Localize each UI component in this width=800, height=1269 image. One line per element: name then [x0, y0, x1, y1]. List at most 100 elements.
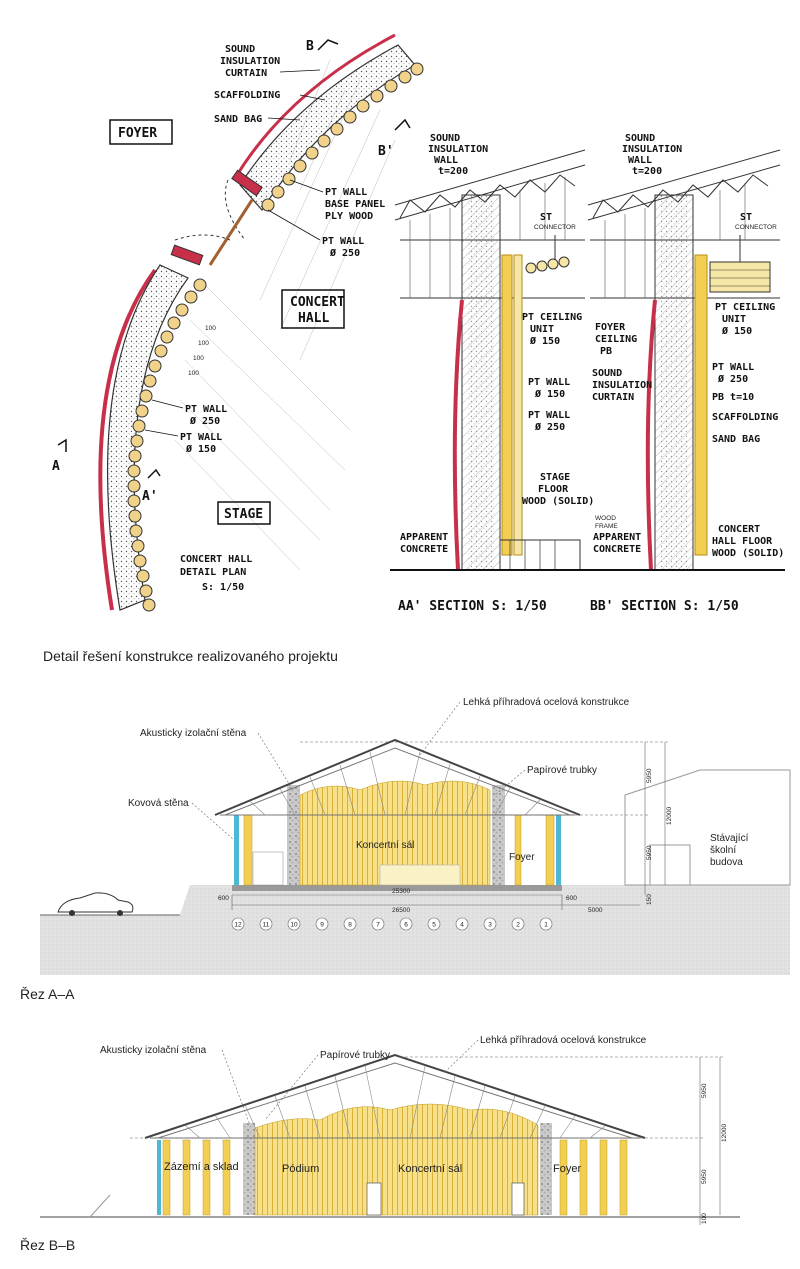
b-acoustic-wall-right: [540, 1123, 552, 1215]
bb-wall-2: INSULATION: [622, 144, 682, 155]
plan-concert-hall-2: HALL: [298, 311, 329, 326]
b-dim-12000: 12000: [721, 1124, 728, 1142]
bb-wall-1: SOUND: [625, 133, 655, 144]
plan-curtain-1: SOUND: [225, 44, 255, 55]
aa-floor-1: STAGE: [540, 472, 570, 483]
plan-ptwall-base-2: BASE PANEL: [325, 199, 385, 210]
b-label-storage: Zázemí a sklad: [164, 1161, 239, 1173]
a-existing-school: [624, 769, 791, 886]
aa-ceiling-tubes: [525, 256, 570, 274]
b-columns: [162, 1139, 628, 1216]
section-aa-sketch: SOUND INSULATION WALL t=200 ST CONNECTOR…: [390, 133, 618, 614]
a-metal-wall-left: [234, 815, 239, 885]
aa-concrete-1: APPARENT: [400, 532, 448, 543]
b-label-foyer: Foyer: [553, 1163, 581, 1175]
caption-rez-aa: Řez A–A: [20, 986, 75, 1002]
bb-pt250-2: Ø 250: [717, 373, 748, 385]
plan-title-2: DETAIL PLAN: [180, 567, 246, 578]
a-metal-wall-right: [556, 815, 561, 885]
section-bb-sketch: SOUND INSULATION WALL t=200 ST CONNECTOR…: [585, 133, 785, 614]
a-label-existing-3: budova: [710, 857, 743, 868]
plan-curtain-2: INSULATION: [220, 56, 280, 67]
caption-detail: Detail řešení konstrukce realizovaného p…: [43, 648, 338, 664]
plan-dim-2: 100: [198, 340, 209, 347]
door-leaf: [208, 199, 254, 266]
bb-foyer-2: CEILING: [595, 334, 637, 345]
bb-st-2: CONNECTOR: [735, 224, 777, 231]
bb-pt250-1: PT WALL: [712, 362, 754, 373]
b-metal-wall: [157, 1140, 161, 1215]
a-truss-web: [249, 751, 541, 816]
plan-stage: STAGE: [224, 507, 263, 522]
a-axis-4: 4: [460, 922, 464, 929]
aa-ceil-1: PT CEILING: [522, 312, 582, 323]
plan-dim-1: 100: [205, 325, 216, 332]
plan-title-1: CONCERT HALL: [180, 554, 252, 565]
b-truss-web: [184, 1065, 606, 1139]
a-dim-600-left: 600: [218, 895, 229, 902]
lower-wall-band: [107, 264, 189, 611]
upper-curtain: [235, 33, 396, 176]
a-dim-5000: 5000: [588, 907, 603, 914]
bb-wall-3: WALL: [628, 155, 652, 166]
a-axis-3: 3: [488, 922, 492, 929]
cut-a2: A': [142, 489, 158, 504]
b-roof: [144, 1053, 646, 1139]
foyer-box: [109, 119, 173, 145]
a-roof: [214, 738, 581, 816]
b-acoustic-wall-left: [243, 1123, 255, 1215]
plan-curtain-3: CURTAIN: [225, 68, 267, 79]
bb-floor-2: HALL FLOOR: [712, 536, 773, 547]
aa-frame-1: WOOD: [595, 515, 616, 522]
a-axis-7: 7: [376, 922, 380, 929]
aa-wall-1: SOUND: [430, 133, 460, 144]
plan-ptwall150-2: Ø 150: [185, 443, 216, 455]
stage-box: [217, 501, 271, 525]
cut-a: A: [52, 459, 60, 474]
plan-ptwall-base-3: PLY WOOD: [325, 211, 373, 222]
section-b-drawing: 5950 12000 5950 100 Akusticky izolační s…: [40, 1035, 740, 1225]
aa-pt250-1: PT WALL: [528, 410, 570, 421]
a-paper-tube-hall: [299, 780, 491, 886]
a-acoustic-wall-left: [287, 785, 300, 885]
aa-st-1: ST: [540, 212, 552, 223]
a-axis-11: 11: [263, 922, 270, 929]
plan-sand-bag: SAND BAG: [214, 114, 262, 125]
a-axis-8: 8: [348, 922, 352, 929]
concert-hall-box: [281, 289, 345, 329]
a-label-acoustic-wall: Akusticky izolační stěna: [140, 728, 247, 739]
bb-floor-1: CONCERT: [718, 524, 760, 535]
bb-tube-250: [694, 254, 708, 556]
plan-ptwall250-2: Ø 250: [189, 415, 220, 427]
cut-b2: B': [378, 144, 394, 159]
plan-ptwall-base-1: PT WALL: [325, 187, 367, 198]
plan-hatching: [174, 59, 396, 571]
lower-curtain: [98, 268, 157, 611]
a-label-metal-wall: Kovová stěna: [128, 798, 189, 809]
plan-scaffolding: SCAFFOLDING: [214, 90, 280, 101]
bb-foyer-3: PB: [600, 346, 612, 357]
a-dim-5950-top: 5950: [646, 768, 653, 783]
a-label-concert-hall: Koncertní sál: [356, 840, 414, 851]
plan-dim-3: 100: [193, 355, 204, 362]
a-axis-5: 5: [432, 922, 436, 929]
bb-pb: PB t=10: [712, 392, 754, 403]
cut-marks: [57, 39, 411, 479]
aa-st-2: CONNECTOR: [534, 224, 576, 231]
bb-ceiling-unit: [709, 261, 771, 293]
a-dim-600-right: 600: [566, 895, 577, 902]
a-axis-2: 2: [516, 922, 520, 929]
door-frame-top: [231, 169, 263, 197]
a-dim-26500: 26500: [392, 907, 410, 914]
aa-floor-2: FLOOR: [538, 484, 569, 495]
a-label-existing-1: Stávající: [710, 833, 749, 844]
door-swing-arc-2: [174, 234, 231, 241]
plan-ptwall250-top-1: PT WALL: [322, 236, 364, 247]
bb-curtain-3: CURTAIN: [592, 392, 634, 403]
bb-foyer-1: FOYER: [595, 322, 626, 333]
a-dim-5950-bottom: 5950: [646, 845, 653, 860]
bb-st-1: ST: [740, 212, 752, 223]
plan-ptwall250-1: PT WALL: [185, 404, 227, 415]
a-dim-12000: 12000: [666, 807, 673, 825]
